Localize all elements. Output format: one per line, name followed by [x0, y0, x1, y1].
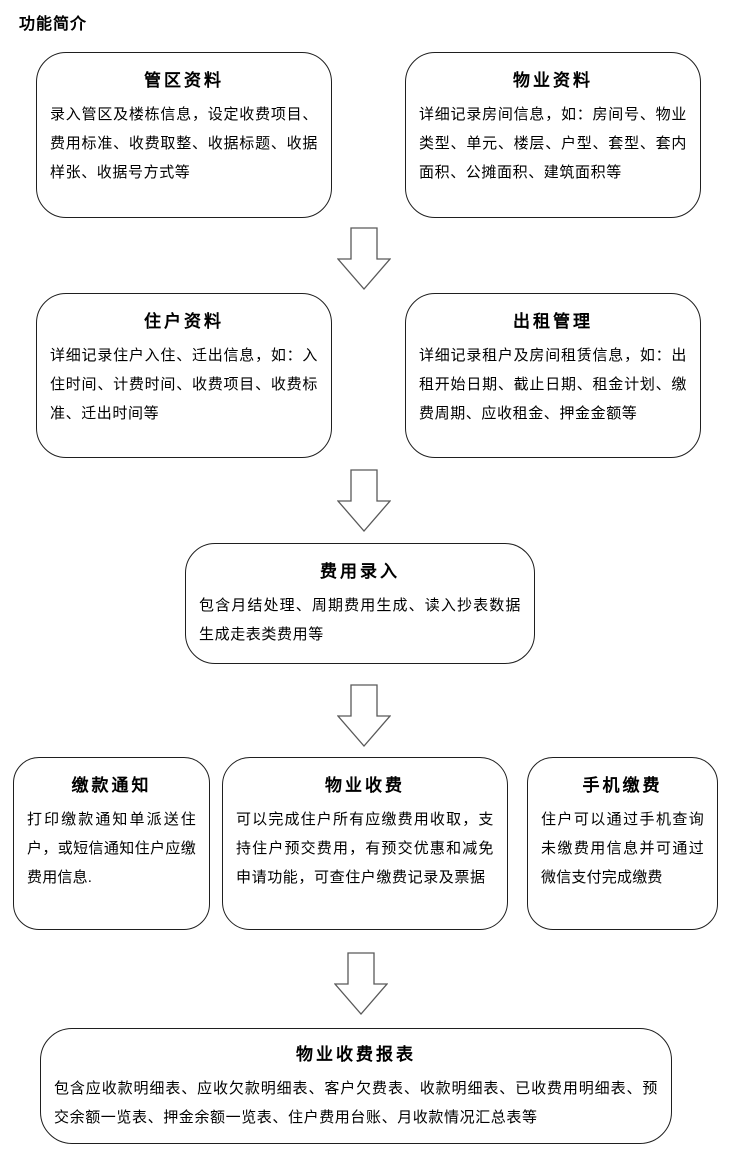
box-body-fee-reports: 包含应收款明细表、应收欠款明细表、客户欠费表、收款明细表、已收费用明细表、预交余…	[54, 1080, 658, 1126]
down-arrow-icon	[334, 952, 388, 1015]
box-body-property-fee-collection: 可以完成住户所有应缴费用收取，支持住户预交费用，有预交优惠和减免申请功能，可查住…	[236, 811, 494, 886]
box-title-property-data: 物业资料	[513, 71, 593, 90]
feature-box-rental-management: 出租管理 详细记录租户及房间租赁信息，如：出租开始日期、截止日期、租金计划、缴费…	[405, 293, 701, 458]
feature-box-fee-entry: 费用录入 包含月结处理、周期费用生成、读入抄表数据生成走表类费用等	[185, 543, 535, 664]
box-title-payment-notice: 缴款通知	[71, 776, 152, 795]
box-title-fee-reports: 物业收费报表	[296, 1045, 416, 1064]
feature-box-payment-notice: 缴款通知 打印缴款通知单派送住户，或短信通知住户应缴费用信息.	[13, 757, 210, 930]
box-title-district-data: 管区资料	[144, 71, 224, 90]
box-title-property-fee-collection: 物业收费	[325, 776, 405, 795]
down-arrow-icon	[337, 469, 391, 532]
page-title: 功能简介	[19, 16, 88, 33]
box-title-mobile-payment: 手机缴费	[582, 776, 663, 795]
feature-box-fee-reports: 物业收费报表 包含应收款明细表、应收欠款明细表、客户欠费表、收款明细表、已收费用…	[40, 1028, 672, 1144]
feature-box-property-data: 物业资料 详细记录房间信息，如：房间号、物业类型、单元、楼层、户型、套型、套内面…	[405, 52, 701, 218]
box-title-rental-management: 出租管理	[513, 312, 593, 331]
box-body-rental-management: 详细记录租户及房间租赁信息，如：出租开始日期、截止日期、租金计划、缴费周期、应收…	[419, 347, 687, 422]
down-arrow-icon	[337, 684, 391, 747]
box-body-resident-data: 详细记录住户入住、迁出信息，如：入住时间、计费时间、收费项目、收费标准、迁出时间…	[50, 347, 318, 422]
feature-box-mobile-payment: 手机缴费 住户可以通过手机查询未缴费用信息并可通过微信支付完成缴费	[527, 757, 718, 930]
box-body-district-data: 录入管区及楼栋信息，设定收费项目、费用标准、收费取整、收据标题、收据样张、收据号…	[50, 106, 318, 181]
box-body-fee-entry: 包含月结处理、周期费用生成、读入抄表数据生成走表类费用等	[199, 597, 521, 643]
box-title-resident-data: 住户资料	[144, 312, 224, 331]
box-body-payment-notice: 打印缴款通知单派送住户，或短信通知住户应缴费用信息.	[27, 811, 196, 886]
feature-box-property-fee-collection: 物业收费 可以完成住户所有应缴费用收取，支持住户预交费用，有预交优惠和减免申请功…	[222, 757, 508, 930]
down-arrow-icon	[337, 227, 391, 290]
box-body-property-data: 详细记录房间信息，如：房间号、物业类型、单元、楼层、户型、套型、套内面积、公摊面…	[419, 106, 687, 181]
feature-box-resident-data: 住户资料 详细记录住户入住、迁出信息，如：入住时间、计费时间、收费项目、收费标准…	[36, 293, 332, 458]
box-title-fee-entry: 费用录入	[320, 562, 400, 581]
feature-box-district-data: 管区资料 录入管区及楼栋信息，设定收费项目、费用标准、收费取整、收据标题、收据样…	[36, 52, 332, 218]
box-body-mobile-payment: 住户可以通过手机查询未缴费用信息并可通过微信支付完成缴费	[541, 811, 704, 886]
